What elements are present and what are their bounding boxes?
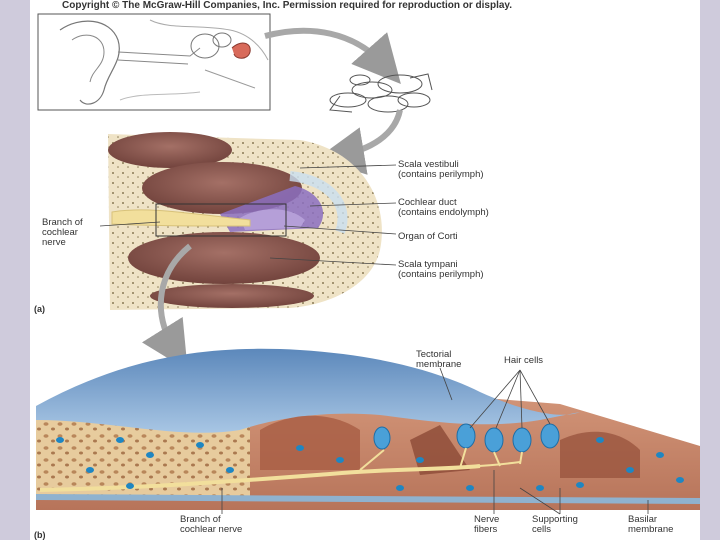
cell-nuclei xyxy=(56,437,684,491)
label-nerve-fibers: Nerve fibers xyxy=(474,514,500,535)
copyright-notice: Copyright © The McGraw-Hill Companies, I… xyxy=(62,0,513,11)
label-basilar-membrane: Basilar membrane xyxy=(628,514,674,535)
scala-tympani-chamber xyxy=(128,232,320,284)
tectorial-membrane xyxy=(36,348,580,433)
label-scala-tympani: Scala tympani (contains perilymph) xyxy=(398,259,484,280)
organ-of-corti-detail xyxy=(36,348,700,510)
arrow-zoom-down xyxy=(141,243,192,371)
cochlear-nerve-branch xyxy=(111,209,251,227)
upper-turn-chamber xyxy=(108,132,232,168)
ear-inset xyxy=(37,13,271,111)
panel-b-tag: (b) xyxy=(34,530,46,540)
basilar-membrane xyxy=(36,494,700,504)
arrow-ear-to-cochlea xyxy=(264,27,401,84)
panel-a-tag: (a) xyxy=(34,304,45,314)
lower-turn-chamber xyxy=(150,284,314,308)
label-cochlear-duct: Cochlear duct (contains endolymph) xyxy=(398,197,489,218)
label-scala-vestibuli: Scala vestibuli (contains perilymph) xyxy=(398,159,484,180)
arrow-cochlea-to-section xyxy=(316,109,403,175)
label-branch-cochlear-nerve-a: Branch of cochlear nerve xyxy=(42,217,83,248)
right-margin xyxy=(700,0,720,540)
cochlea-outline xyxy=(329,73,433,113)
panel-b-leaders xyxy=(221,367,649,515)
panel-a-leaders xyxy=(99,164,397,266)
label-hair-cells: Hair cells xyxy=(504,355,544,366)
zoom-box xyxy=(155,203,287,237)
cochlea-cross-section xyxy=(108,132,382,310)
label-organ-of-corti: Organ of Corti xyxy=(398,231,458,242)
label-supporting-cells: Supporting cells xyxy=(532,514,578,535)
organ-of-corti-region xyxy=(240,209,305,230)
label-branch-cochlear-nerve-b: Branch of cochlear nerve xyxy=(180,514,243,535)
left-margin xyxy=(0,0,30,540)
label-tectorial-membrane: Tectorial membrane xyxy=(416,349,462,370)
